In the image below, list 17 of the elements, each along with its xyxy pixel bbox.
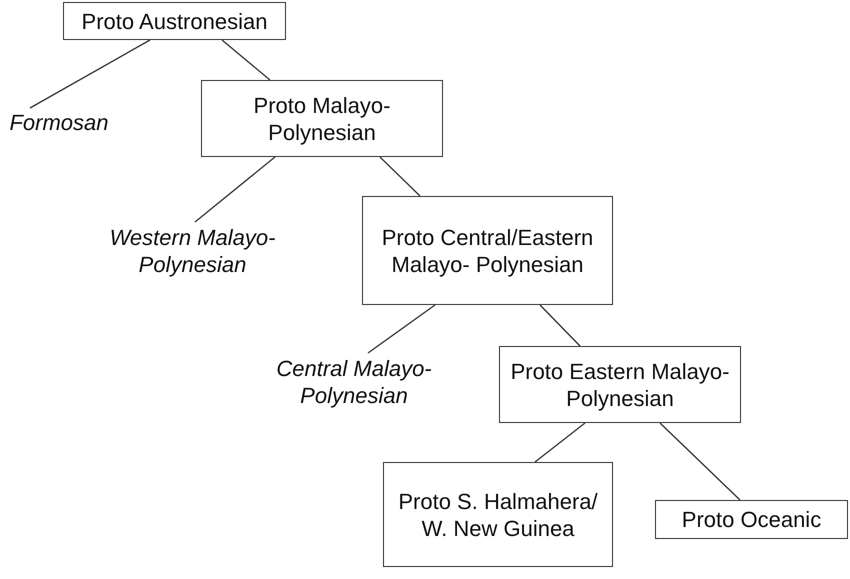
connector-line xyxy=(534,422,586,463)
node-box: Proto Oceanic xyxy=(655,500,848,539)
node-label: Western Malayo-Polynesian xyxy=(100,222,285,280)
node-box: Proto Central/Eastern Malayo- Polynesian xyxy=(362,196,613,305)
node-label: Formosan xyxy=(0,108,118,136)
node-box: Proto Austronesian xyxy=(63,2,286,40)
node-label: Central Malayo-Polynesian xyxy=(236,353,472,411)
connector-line xyxy=(540,304,580,346)
connector-line xyxy=(30,39,150,109)
node-box: Proto S. Halmahera/ W. New Guinea xyxy=(383,462,613,567)
connector-line xyxy=(380,156,420,196)
connector-line xyxy=(222,40,270,80)
connector-line xyxy=(194,156,276,222)
node-box: Proto Malayo-Polynesian xyxy=(201,80,443,157)
connector-line xyxy=(660,422,740,500)
node-box: Proto Eastern Malayo-Polynesian xyxy=(499,346,741,423)
connector-line xyxy=(368,304,436,354)
